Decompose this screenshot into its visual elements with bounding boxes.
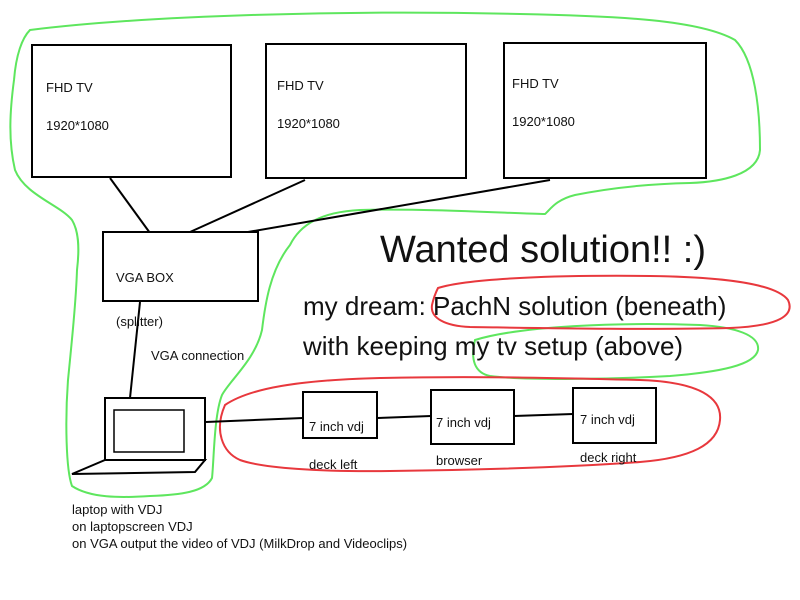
deck-right-label: 7 inch vdj deck right [580, 391, 636, 486]
wanted-solution-title: Wanted solution!! :) [380, 229, 706, 271]
vga-box-title: VGA BOX [116, 270, 174, 285]
line-tv3-vga [247, 179, 551, 233]
browser-deck-line2: browser [436, 453, 483, 468]
red-outline-pachn-text [430, 274, 791, 330]
tv-label-2: FHD TV 1920*1080 [277, 57, 340, 152]
tv-resolution-1: 1920*1080 [46, 118, 109, 133]
tv-box-1 [31, 44, 232, 178]
deck-left-line2: deck left [309, 457, 358, 472]
green-outline-tv-setup [9, 11, 762, 498]
tv-resolution-3: 1920*1080 [512, 114, 575, 129]
line-deck-left-browser [376, 415, 432, 419]
deck-right-line1: 7 inch vdj [580, 412, 635, 427]
dream-line-2: with keeping my tv setup (above) [303, 331, 684, 361]
vga-box [102, 231, 259, 302]
tv-label-3: FHD TV 1920*1080 [512, 55, 575, 150]
browser-deck-box [430, 389, 515, 445]
deck-right-line2: deck right [580, 450, 637, 465]
tv-name-3: FHD TV [512, 76, 559, 91]
deck-left-label: 7 inch vdj deck left [309, 398, 364, 493]
deck-right-box [572, 387, 657, 444]
tv-name-2: FHD TV [277, 78, 324, 93]
vga-box-subtitle: (splitter) [116, 314, 163, 329]
vga-box-label: VGA BOX (splitter) [116, 245, 174, 355]
laptop-caption-line-3: on VGA output the video of VDJ (MilkDrop… [72, 536, 408, 551]
line-tv1-vga [109, 177, 151, 234]
laptop-caption-line-2: on laptopscreen VDJ [72, 519, 193, 534]
laptop-icon [71, 397, 208, 475]
tv-resolution-2: 1920*1080 [277, 116, 340, 131]
browser-deck-label: 7 inch vdj browser [436, 394, 491, 489]
line-vga-laptop [129, 301, 141, 399]
tv-label-1: FHD TV 1920*1080 [46, 59, 109, 154]
vga-connection-label: VGA connection [151, 348, 245, 363]
deck-left-box [302, 391, 378, 439]
red-outline-decks [219, 376, 722, 473]
laptop-caption-line-1: laptop with VDJ [72, 502, 163, 517]
line-laptop-deck-left [205, 417, 304, 423]
line-browser-deck-right [513, 413, 574, 417]
line-tv2-vga [189, 179, 306, 233]
tv-name-1: FHD TV [46, 80, 93, 95]
laptop-caption: laptop with VDJ on laptopscreen VDJ on V… [72, 501, 407, 552]
dream-line-1: my dream: PachN solution (beneath) [303, 291, 727, 321]
deck-left-line1: 7 inch vdj [309, 419, 364, 434]
browser-deck-line1: 7 inch vdj [436, 415, 491, 430]
tv-box-2 [265, 43, 467, 179]
tv-box-3 [503, 42, 707, 179]
